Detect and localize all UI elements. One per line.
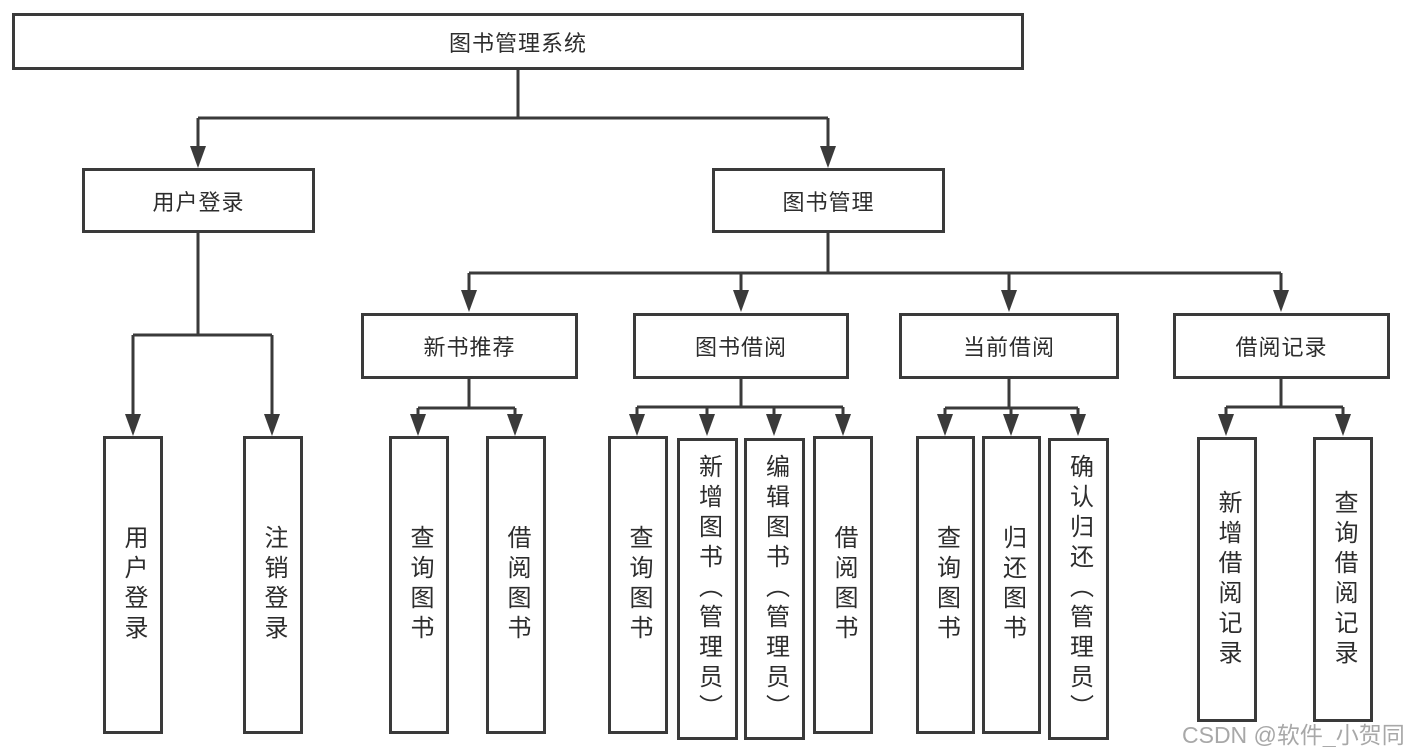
- arrowhead: [1001, 290, 1017, 312]
- csdn-watermark: CSDN @软件_小贺同学: [1182, 722, 1405, 747]
- arrowhead: [629, 414, 645, 436]
- arrowhead: [820, 146, 836, 168]
- connector-current-borrow: [943, 379, 1080, 416]
- leaf-nbr-borrow-book: 借阅图书: [486, 436, 546, 734]
- leaf-cb-return-book: 归还图书: [982, 436, 1041, 734]
- arrowhead: [1335, 414, 1351, 436]
- leaf-cb-confirm-return: 确认归还（管理员）: [1048, 438, 1109, 740]
- arrowhead: [125, 414, 141, 436]
- leaf-cb-query-book: 查询图书: [916, 436, 975, 734]
- leaf-br-query-record: 查询借阅记录: [1313, 437, 1373, 722]
- connector-book-borrow: [635, 379, 845, 416]
- arrowhead: [1003, 414, 1019, 436]
- node-book-mgmt: 图书管理: [712, 168, 945, 233]
- arrowhead: [835, 414, 851, 436]
- arrowheads: [125, 146, 1351, 436]
- arrowhead: [410, 414, 426, 436]
- arrowhead: [937, 414, 953, 436]
- node-borrow-record: 借阅记录: [1173, 313, 1390, 379]
- arrowhead: [1070, 414, 1086, 436]
- arrowhead: [507, 414, 523, 436]
- leaf-logout: 注销登录: [243, 436, 303, 734]
- leaf-bb-edit-book: 编辑图书（管理员）: [744, 438, 805, 740]
- arrowhead: [190, 146, 206, 168]
- arrowhead: [1218, 414, 1234, 436]
- connector-user-login: [131, 233, 274, 416]
- node-root: 图书管理系统: [12, 13, 1024, 70]
- connector-borrow-record: [1224, 379, 1345, 416]
- node-book-borrow: 图书借阅: [633, 313, 849, 379]
- connector-paths: [131, 70, 1345, 416]
- leaf-user-login: 用户登录: [103, 436, 163, 734]
- connector-root: [196, 70, 830, 148]
- node-current-borrow: 当前借阅: [899, 313, 1119, 379]
- arrowhead: [461, 290, 477, 312]
- node-user-login: 用户登录: [82, 168, 315, 233]
- arrowhead: [1273, 290, 1289, 312]
- leaf-bb-add-book: 新增图书（管理员）: [677, 438, 738, 740]
- arrowhead: [699, 414, 715, 436]
- leaf-nbr-query-book: 查询图书: [389, 436, 449, 734]
- node-new-book-rec: 新书推荐: [361, 313, 578, 379]
- arrowhead: [733, 290, 749, 312]
- connector-book-mgmt: [467, 233, 1283, 292]
- leaf-bb-query-book: 查询图书: [608, 436, 668, 734]
- arrowhead: [264, 414, 280, 436]
- connector-new-book-rec: [416, 379, 517, 416]
- arrowhead: [766, 414, 782, 436]
- leaf-bb-borrow-book: 借阅图书: [813, 436, 873, 734]
- leaf-br-add-record: 新增借阅记录: [1197, 437, 1257, 722]
